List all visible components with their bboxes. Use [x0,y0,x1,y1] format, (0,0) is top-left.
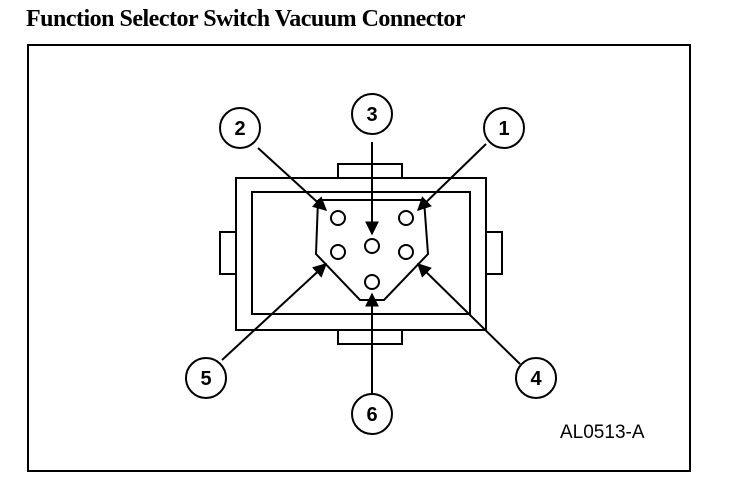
arrow-5 [221,263,328,361]
port-1 [398,210,414,226]
callout-circle-2 [219,107,261,149]
callout-label-1: 1 [498,118,509,140]
callout-label-6: 6 [366,404,377,426]
vacuum-ports [330,210,414,290]
callout-circle-1 [483,107,525,149]
port-5 [330,244,346,260]
callout-circle-5 [185,357,227,399]
leader-arrows [221,142,521,394]
diagram-title: Function Selector Switch Vacuum Connecto… [26,6,466,32]
housing-left-tab [219,231,237,275]
housing-bottom-latch [337,329,403,345]
connector-housing [219,163,503,345]
housing-right-tab [485,231,503,275]
callout-label-2: 2 [234,118,245,140]
callout-circle-6 [351,393,393,435]
callout-circle-3 [351,93,393,135]
port-4 [398,244,414,260]
callout-label-3: 3 [366,104,377,126]
port-6 [364,274,380,290]
callout-label-4: 4 [530,368,542,390]
arrow-1 [416,143,487,211]
housing-inner [251,191,471,315]
callout-circle-4 [515,357,557,399]
arrow-2 [257,147,328,211]
port-2 [330,210,346,226]
callout-label-5: 5 [200,368,211,390]
port-3 [364,238,380,254]
figure-id-label: AL0513-A [560,422,645,443]
housing-top-latch [337,163,403,179]
diagram-frame [27,44,691,472]
arrow-4 [417,263,521,365]
callout-circles [185,93,557,435]
